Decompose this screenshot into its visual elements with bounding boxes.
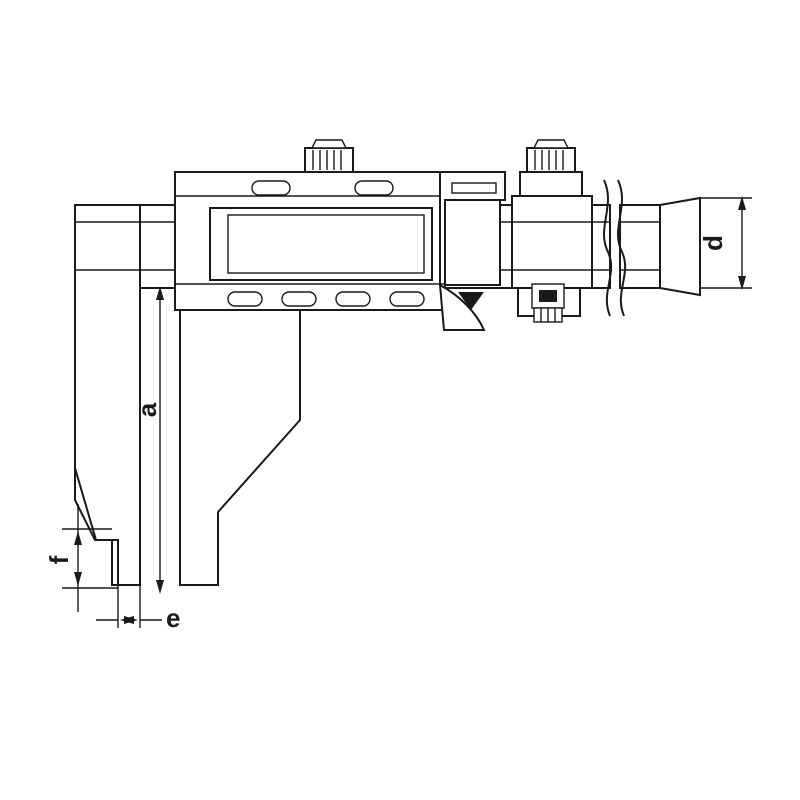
housing-top-buttons (251, 180, 394, 196)
display-screen (209, 207, 433, 281)
dimension-a: a (132, 286, 164, 594)
dimension-f: f (44, 504, 118, 612)
dim-label-e: e (166, 603, 180, 633)
thumb-roller-upper (304, 139, 354, 173)
fine-adjust-block (511, 195, 593, 289)
fixed-jaw (74, 204, 141, 586)
movable-jaw (179, 309, 301, 586)
locking-screw (519, 139, 583, 203)
dimension-e: e (96, 585, 180, 633)
dim-label-f: f (44, 555, 74, 564)
button-row (227, 291, 425, 307)
beam-end-cap (659, 196, 701, 297)
fine-adjust-knob (517, 283, 581, 323)
dimension-d: d (698, 196, 752, 290)
dim-label-a: a (132, 402, 162, 417)
break-line (603, 179, 627, 317)
housing-notch (451, 182, 497, 194)
dim-label-d: d (698, 235, 728, 251)
triangle-marker (438, 199, 501, 331)
